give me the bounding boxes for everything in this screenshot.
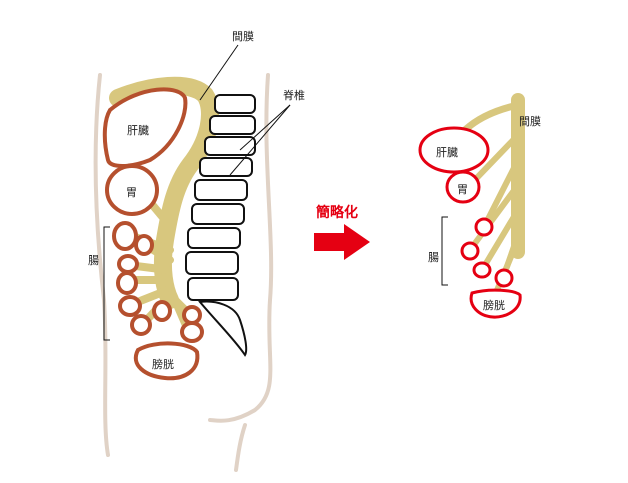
simplify-label: 簡略化 (316, 205, 358, 221)
liver-right (418, 126, 490, 174)
leader-lines (103, 44, 448, 341)
label-bladder-left: 膀胱 (152, 358, 174, 371)
stomach-left (105, 164, 159, 216)
label-stomach-left: 胃 (126, 186, 137, 199)
label-intestine-left: 腸 (88, 254, 99, 267)
label-spine: 脊椎 (283, 89, 305, 102)
label-mesentery-left: 間膜 (232, 30, 254, 43)
label-intestine-right: 腸 (428, 251, 439, 264)
bladder-left (134, 341, 200, 381)
label-mesentery-right: 間膜 (519, 115, 541, 128)
simplify-arrow (314, 224, 370, 260)
organs-right (418, 126, 522, 319)
organs-left (102, 87, 204, 381)
body-outline (93, 73, 274, 472)
label-bladder-right: 膀胱 (483, 299, 505, 312)
label-liver-right: 肝臓 (436, 146, 458, 159)
stomach-right (445, 170, 481, 204)
bladder-right (469, 288, 522, 319)
label-liver-left: 肝臓 (127, 124, 149, 137)
label-stomach-right: 胃 (457, 183, 468, 196)
spine (185, 94, 256, 357)
liver-left (102, 87, 188, 168)
